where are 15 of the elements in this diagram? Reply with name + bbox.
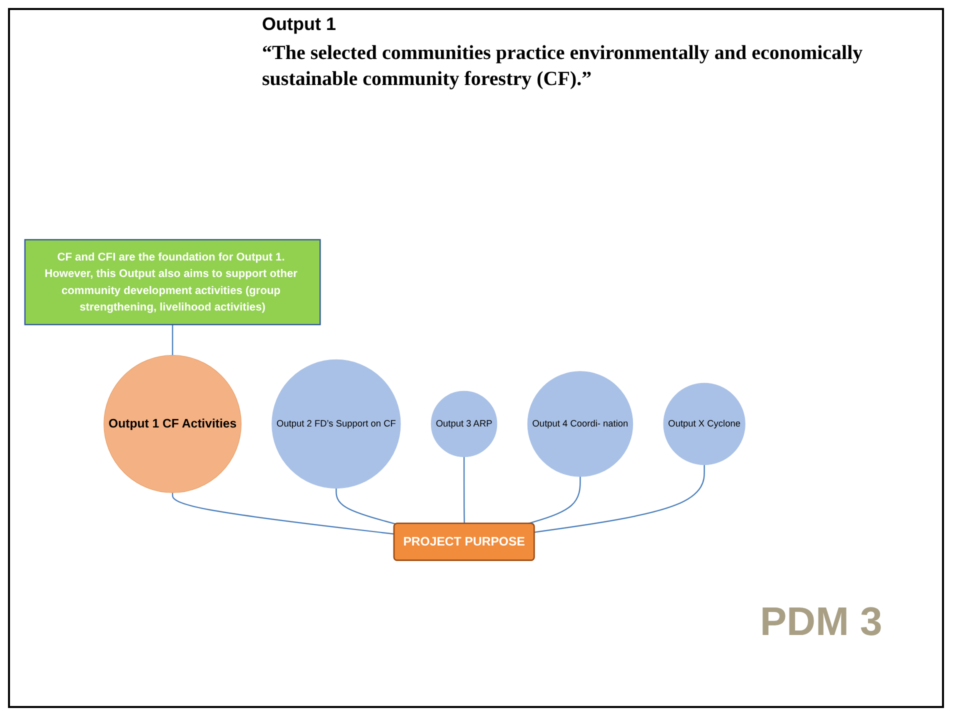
node-circle: Output 2 FD’s Support on CF [272, 359, 401, 489]
connector [172, 492, 394, 535]
connector [172, 324, 174, 356]
node-circle: Output 4 Coordi- nation [527, 371, 634, 477]
node-circle: Output 1 CF Activities [104, 355, 242, 493]
version-label: PDM 3 [760, 600, 882, 645]
node-circle: Output 3 ARP [430, 390, 498, 458]
connector [534, 464, 705, 533]
connector [336, 488, 396, 525]
connector [463, 456, 465, 524]
node-box: CF and CFI are the foundation for Output 1. However, this Output also aims to support other community development activities (group strengthening, livelihood activities) [24, 239, 321, 326]
title: Output 1 [262, 14, 336, 35]
connector [528, 476, 581, 524]
node-circle: Output X Cyclone [663, 382, 746, 466]
output-statement: “The selected communities practice environmentally and economically sustainable community forestry (CF).” [262, 41, 864, 92]
